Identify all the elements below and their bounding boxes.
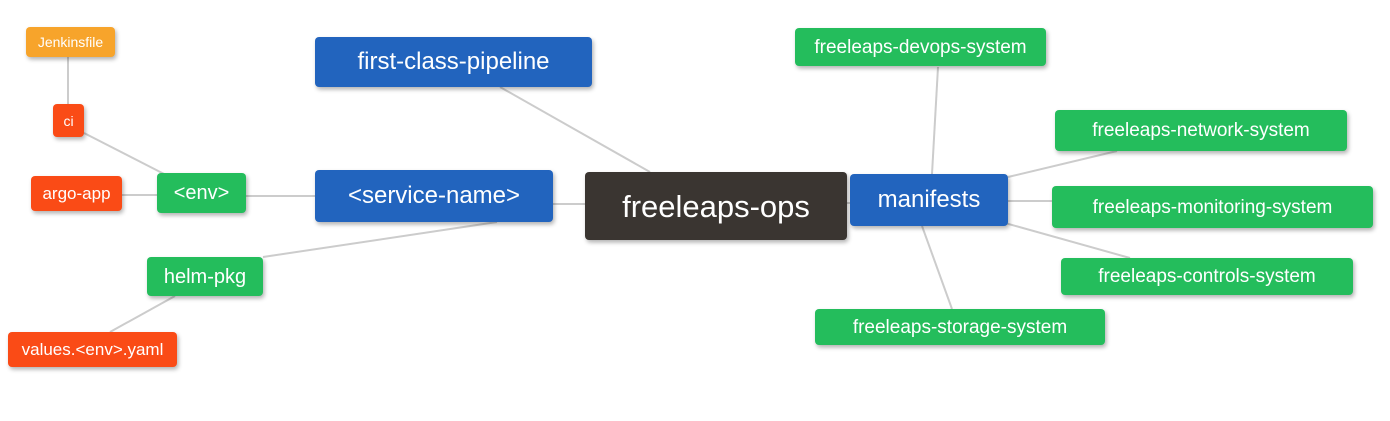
node-env[interactable]: <env> [157, 173, 246, 213]
node-freeleaps-devops-system[interactable]: freeleaps-devops-system [795, 28, 1046, 66]
edge-ci-to-env [83, 132, 169, 177]
node-freeleaps-controls-system[interactable]: freeleaps-controls-system [1061, 258, 1353, 295]
edge-manifests-to-freeleaps-devops-system [931, 66, 939, 175]
node-freeleaps-monitoring-system[interactable]: freeleaps-monitoring-system [1052, 186, 1373, 228]
edge-service-name-to-helm-pkg [262, 221, 498, 258]
edge-manifests-to-freeleaps-storage-system [921, 225, 953, 310]
node-freeleaps-ops[interactable]: freeleaps-ops [585, 172, 847, 240]
node-ci[interactable]: ci [53, 104, 84, 137]
edge-first-class-pipeline-to-freeleaps-ops [499, 86, 651, 173]
edge-manifests-to-freeleaps-controls-system [1004, 222, 1131, 259]
node-jenkinsfile[interactable]: Jenkinsfile [26, 27, 115, 57]
node-freeleaps-storage-system[interactable]: freeleaps-storage-system [815, 309, 1105, 345]
node-argo-app[interactable]: argo-app [31, 176, 122, 211]
node-manifests[interactable]: manifests [850, 174, 1008, 226]
node-values-env-yaml[interactable]: values.<env>.yaml [8, 332, 177, 367]
edge-manifests-to-freeleaps-network-system [1007, 150, 1118, 178]
node-first-class-pipeline[interactable]: first-class-pipeline [315, 37, 592, 87]
node-freeleaps-network-system[interactable]: freeleaps-network-system [1055, 110, 1347, 151]
node-helm-pkg[interactable]: helm-pkg [147, 257, 263, 296]
edge-helm-pkg-to-values-env-yaml [109, 295, 176, 333]
node-service-name[interactable]: <service-name> [315, 170, 553, 222]
